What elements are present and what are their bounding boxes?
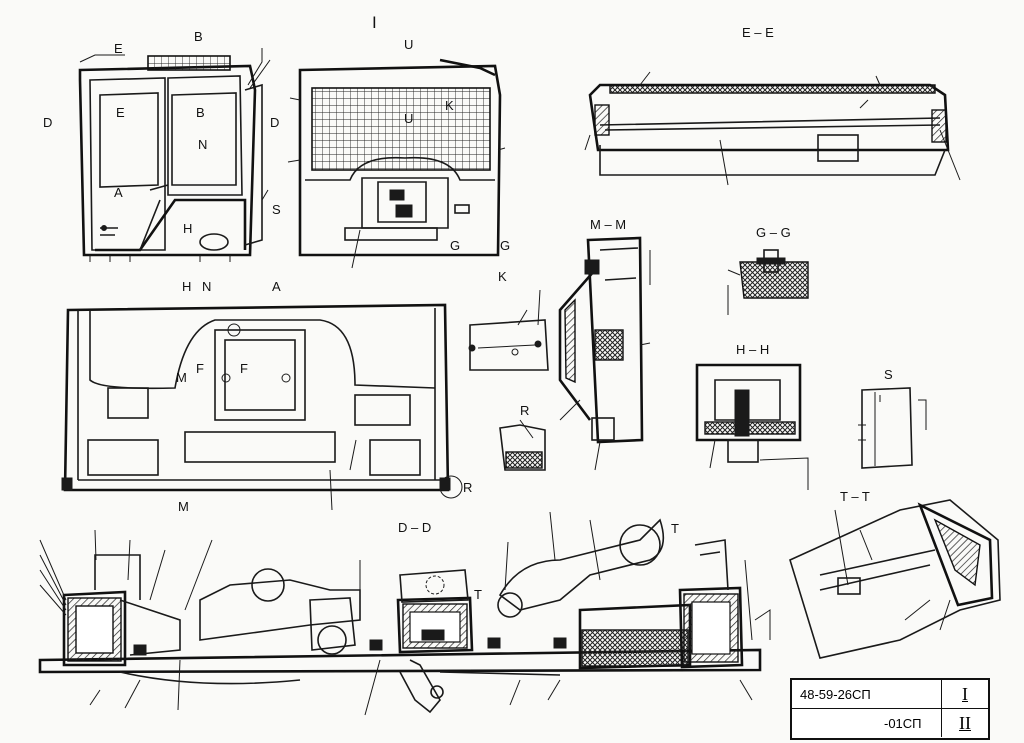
cut-mark-t-right: T [671, 521, 679, 536]
cut-mark-e-top: E [114, 41, 123, 56]
section-d-d [38, 511, 771, 716]
view-s-title: S [884, 367, 893, 382]
cab-rear-view [287, 58, 506, 269]
cut-mark-g-right: G [500, 238, 511, 253]
view-r-title: R [520, 403, 530, 418]
cut-mark-h-bottom: H [182, 279, 192, 294]
view-r [499, 419, 546, 471]
cut-mark-r-circle: R [463, 480, 473, 495]
cut-mark-f-left: F [196, 361, 204, 376]
view-k [468, 289, 549, 371]
section-gg-title: G – G [756, 225, 791, 240]
drawing-code-variant: -01СП [884, 716, 922, 731]
cut-mark-m-bottom: M [178, 499, 189, 514]
view-a-title: A [272, 279, 281, 294]
section-tt-title: T – T [840, 489, 870, 504]
cut-mark-m-left: M [176, 370, 187, 385]
cut-mark-d-left: D [43, 115, 53, 130]
cut-mark-n-bottom: N [202, 279, 212, 294]
cut-mark-t-dd: T [474, 587, 482, 602]
cut-mark-b-top: B [194, 29, 203, 44]
cut-mark-e-mid: E [116, 105, 125, 120]
section-g-g [727, 249, 809, 315]
drawing-code-main: 48-59-26СП [800, 687, 871, 702]
cut-mark-g-left: G [450, 238, 461, 253]
cut-mark-n-cab: N [198, 137, 208, 152]
view-s [858, 387, 927, 469]
section-mm-title: M – M [590, 217, 627, 232]
cut-mark-a-cab: A [114, 185, 123, 200]
section-e-e [584, 71, 961, 186]
cut-mark-d-right: D [270, 115, 280, 130]
cab-side-view [78, 48, 271, 262]
cut-mark-b-mid: B [196, 105, 205, 120]
section-t-t [789, 499, 1001, 659]
sheet-number-1: I [941, 680, 988, 708]
title-block-row-1: 48-59-26СП I [792, 680, 988, 709]
title-block: 48-59-26СП I -01СП II [790, 678, 990, 740]
view-k-title: K [498, 269, 507, 284]
section-ee-title: E – E [742, 25, 774, 40]
section-dd-title: D – D [398, 520, 432, 535]
sheet-number-2: II [941, 709, 988, 737]
section-m-m [558, 236, 651, 471]
section-h-h [695, 363, 809, 490]
title-block-row-2: -01СП II [792, 709, 988, 737]
cut-mark-f-right: F [240, 361, 248, 376]
cut-mark-s-cab: S [272, 202, 281, 217]
section-hh-title: H – H [736, 342, 770, 357]
cut-mark-k-rear: K [445, 98, 454, 113]
cut-mark-u-mid: U [404, 111, 414, 126]
cut-mark-h-cab: H [183, 221, 193, 236]
view-one-title: I [372, 13, 377, 32]
cut-mark-u-top: U [404, 37, 414, 52]
view-a-rear-wall [61, 303, 463, 511]
